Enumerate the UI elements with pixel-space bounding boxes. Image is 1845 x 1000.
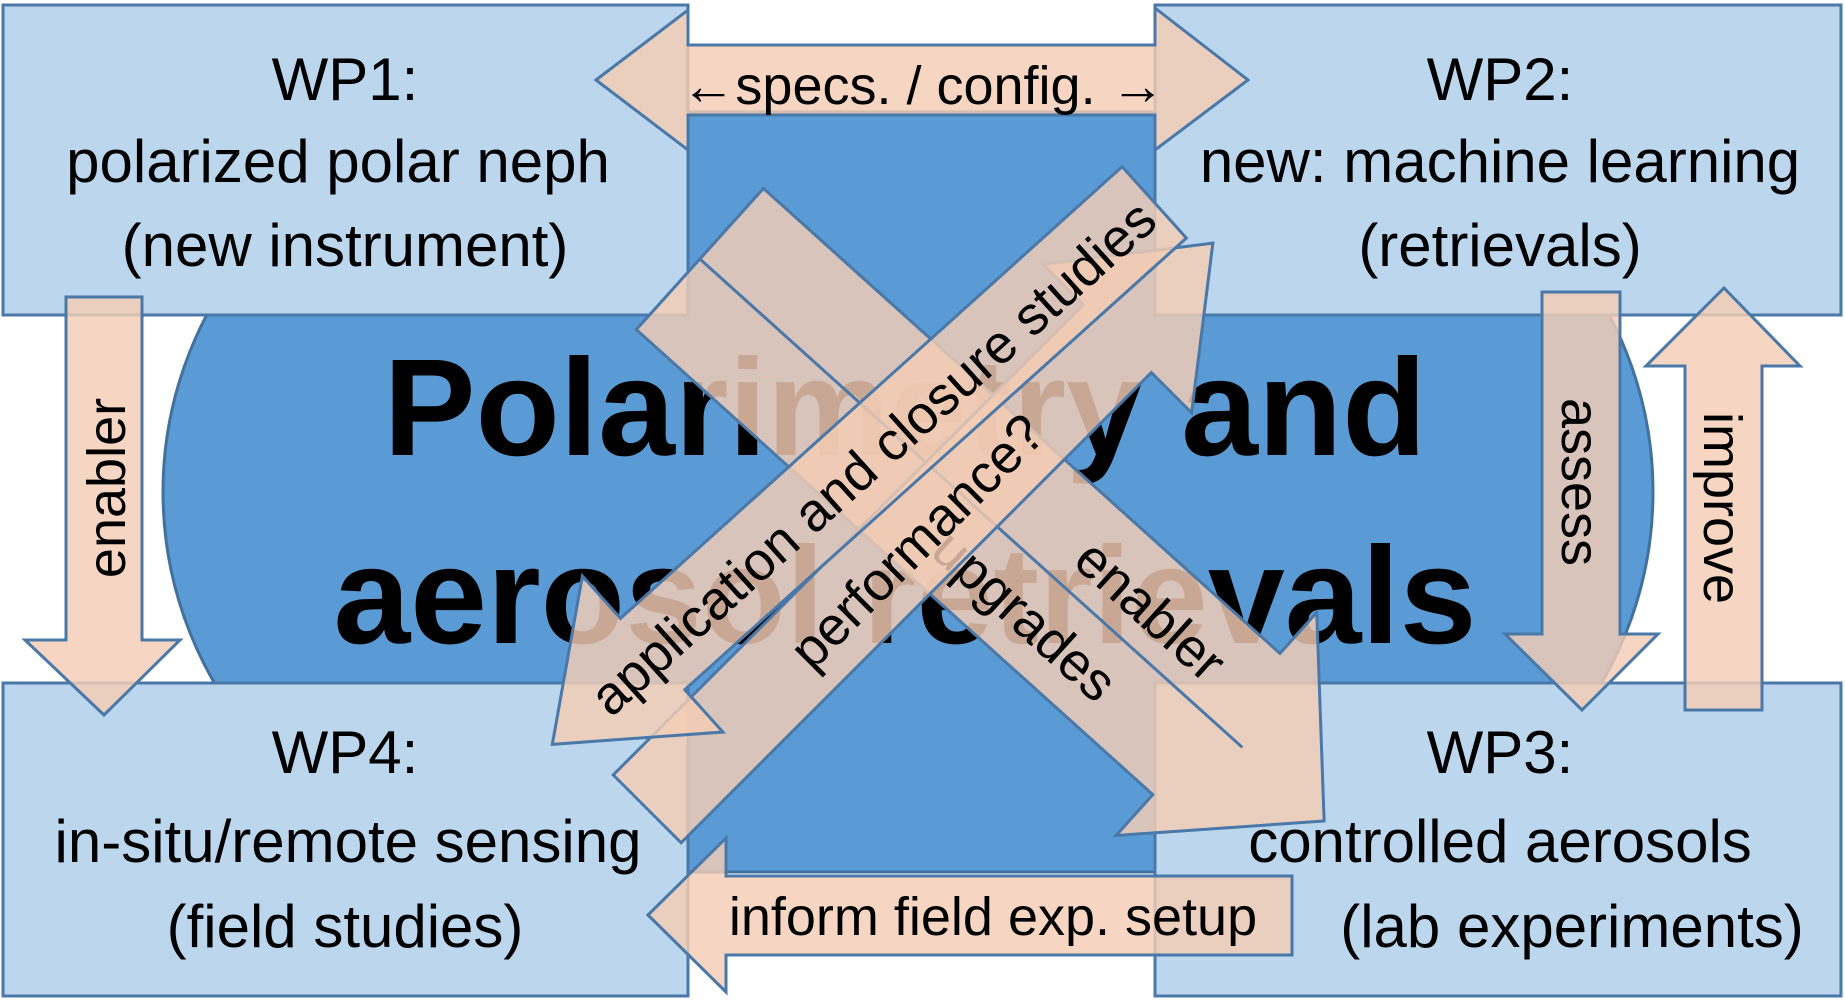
wp2-line2: (retrievals) xyxy=(1358,212,1641,279)
arrow-specs-config: ←specs. / config. → xyxy=(593,4,1251,154)
arrow-assess: assess xyxy=(1501,290,1662,713)
wp4-line1: in-situ/remote sensing xyxy=(55,808,642,875)
arrow-inform-field-label: inform field exp. setup xyxy=(729,887,1257,947)
wp1-box: WP1: polarized polar neph (new instrumen… xyxy=(1,3,690,317)
wp3-line2: (lab experiments) xyxy=(1340,893,1804,960)
arrow-improve: improve xyxy=(1642,285,1804,712)
wp4-title: WP4: xyxy=(272,719,419,786)
arrow-specs-config-label: ←specs. / config. → xyxy=(681,56,1164,116)
arrow-assess-label: assess xyxy=(1550,398,1610,566)
wp1-line2: (new instrument) xyxy=(122,212,569,279)
arrow-improve-label: improve xyxy=(1692,412,1752,604)
wp3-title: WP3: xyxy=(1427,719,1574,786)
wp3-line1: controlled aerosols xyxy=(1248,808,1752,875)
wp4-box: WP4: in-situ/remote sensing (field studi… xyxy=(1,681,690,998)
arrow-enabler-left-label: enabler xyxy=(77,398,137,578)
wp1-line1: polarized polar neph xyxy=(66,128,610,195)
wp2-line1: new: machine learning xyxy=(1200,128,1800,195)
wp2-box: WP2: new: machine learning (retrievals) xyxy=(1153,3,1843,317)
wp4-line2: (field studies) xyxy=(167,893,524,960)
arrow-enabler-left: enabler xyxy=(21,295,184,718)
wp1-title: WP1: xyxy=(272,46,419,113)
arrow-inform-field: inform field exp. setup xyxy=(645,834,1294,996)
wp2-title: WP2: xyxy=(1427,46,1574,113)
